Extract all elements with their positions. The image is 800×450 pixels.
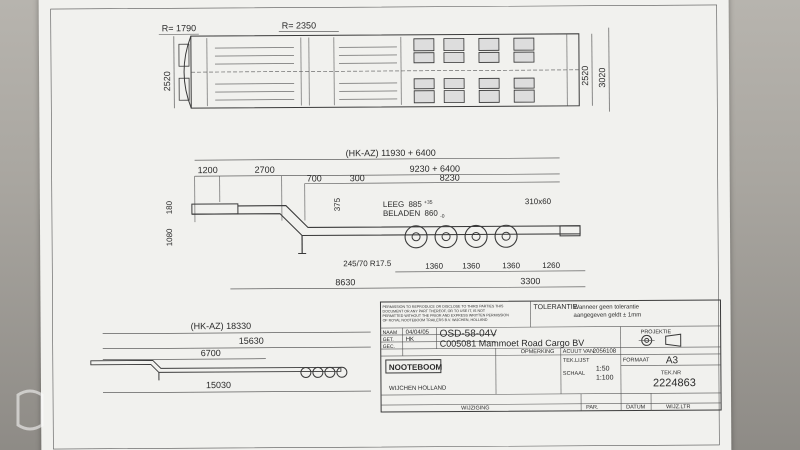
projektie-label: PROJEKTIE	[641, 329, 672, 335]
row-label-gec: GEC.	[383, 344, 395, 350]
dim-8630: 8630	[335, 277, 355, 287]
axle-spacing-4: 1260	[542, 261, 560, 270]
width-inner-label: 2520	[580, 66, 590, 86]
projection-symbol-icon	[638, 333, 682, 347]
extended-view: (HK-AZ) 18330 15630 6700 15030	[90, 321, 372, 394]
par-label: PAR.	[586, 405, 599, 411]
schaal-1: 1:50	[596, 366, 610, 373]
title-block: PERMISSION TO REPRODUCE OR DISCLOSE TO T…	[379, 299, 722, 413]
radius-front-label: R= 1790	[162, 23, 196, 33]
beladen-label: BELADEN 860 -0	[383, 209, 445, 220]
tek-nr-value: 2224863	[653, 377, 696, 389]
date-value: 04/04/05	[406, 330, 430, 336]
axle-group	[404, 224, 518, 249]
tolerantie-text-2: aangegeven geldt ± 1mm	[574, 312, 642, 318]
beam-label: 310x60	[525, 197, 552, 206]
side-overall-dim: (HK-AZ) 11930 + 6400	[346, 148, 436, 159]
opmerking-label: OPMERKING	[521, 349, 555, 355]
dim-15630: 15630	[239, 336, 264, 346]
acuut-label: ACUUT VAN	[563, 349, 594, 355]
dim-300: 300	[350, 173, 365, 183]
width-left-label: 2520	[162, 71, 172, 91]
tire-label: 245/70 R17.5	[343, 259, 392, 268]
side-view: (HK-AZ) 11930 + 6400 1200 2700 9230 + 64…	[165, 148, 586, 290]
dim-3300: 3300	[520, 276, 540, 286]
dim-8230: 8230	[440, 173, 460, 183]
technical-drawing: R= 1790 R= 2350 2520 2520 3020 (HK-AZ) 1…	[50, 4, 722, 450]
dim-1080: 1080	[165, 228, 174, 246]
tolerantie-label: TOLERANTIE	[533, 304, 577, 311]
nooteboom-logo	[385, 359, 442, 374]
disclaimer-4: OF ROYAL NOOTEBOOM TRAILERS B.V. WIJCHEN…	[383, 318, 488, 323]
dim-375: 375	[333, 197, 342, 211]
disclaimer-3: PERMITTED WITHOUT THE PRIOR AND EXPRESS …	[383, 313, 510, 318]
top-view: R= 1790 R= 2350 2520 2520 3020	[158, 20, 610, 112]
dim-2700: 2700	[255, 165, 275, 175]
schaal-label: SCHAAL	[563, 371, 585, 377]
tek-nr-label: TEK.NR	[661, 370, 681, 376]
dim-1200: 1200	[198, 165, 218, 175]
axle-spacing-1: 1360	[425, 262, 443, 271]
wijz-label: WIJZ.LTR	[666, 404, 690, 410]
drawing-code: OSD-58-04V	[440, 328, 498, 339]
dim-9230: 9230 + 6400	[410, 164, 460, 174]
leeg-label: LEEG 885 +35	[383, 200, 433, 209]
schaal-2: 1:100	[596, 375, 614, 382]
dim-700: 700	[307, 173, 322, 183]
tek-lijst-label: TEK.LIJST	[563, 358, 590, 364]
disclaimer-2: DOCUMENT OR ANY PART THEREOF, OR TO USE …	[383, 309, 486, 314]
get-value: HK	[406, 337, 414, 343]
logo-text: NOOTEBOOM	[389, 363, 443, 372]
formaat-value: A3	[666, 355, 679, 366]
sheet-border	[50, 4, 720, 450]
datum-label: DATUM	[626, 404, 646, 410]
extended-overall-dim: (HK-AZ) 18330	[191, 321, 252, 331]
drawing-sheet: R= 1790 R= 2350 2520 2520 3020 (HK-AZ) 1…	[38, 0, 732, 450]
row-label-naam: NAAM	[383, 330, 397, 336]
dim-6700: 6700	[201, 348, 221, 358]
radius-rear-label: R= 2350	[282, 20, 316, 30]
formaat-label: FORMAAT	[623, 357, 650, 363]
axle-spacing-2: 1360	[462, 261, 480, 270]
row-label-get: GET.	[383, 337, 394, 343]
axle-spacing-3: 1360	[502, 261, 520, 270]
location-text: WIJCHEN HOLLAND	[389, 386, 447, 392]
acuut-value: 2056108	[593, 349, 617, 355]
drawing-description: C005081 Mammoet Road Cargo BV	[440, 338, 585, 349]
disclaimer-1: PERMISSION TO REPRODUCE OR DISCLOSE TO T…	[382, 304, 504, 309]
dim-15030: 15030	[206, 380, 231, 390]
watermark-logo-icon	[16, 389, 44, 431]
dim-180: 180	[165, 200, 174, 214]
wijziging-label: WIJZIGING	[461, 405, 489, 411]
width-outer-label: 3020	[597, 68, 607, 88]
tolerantie-text-1: Wanneer geen tolerantie	[573, 304, 639, 310]
